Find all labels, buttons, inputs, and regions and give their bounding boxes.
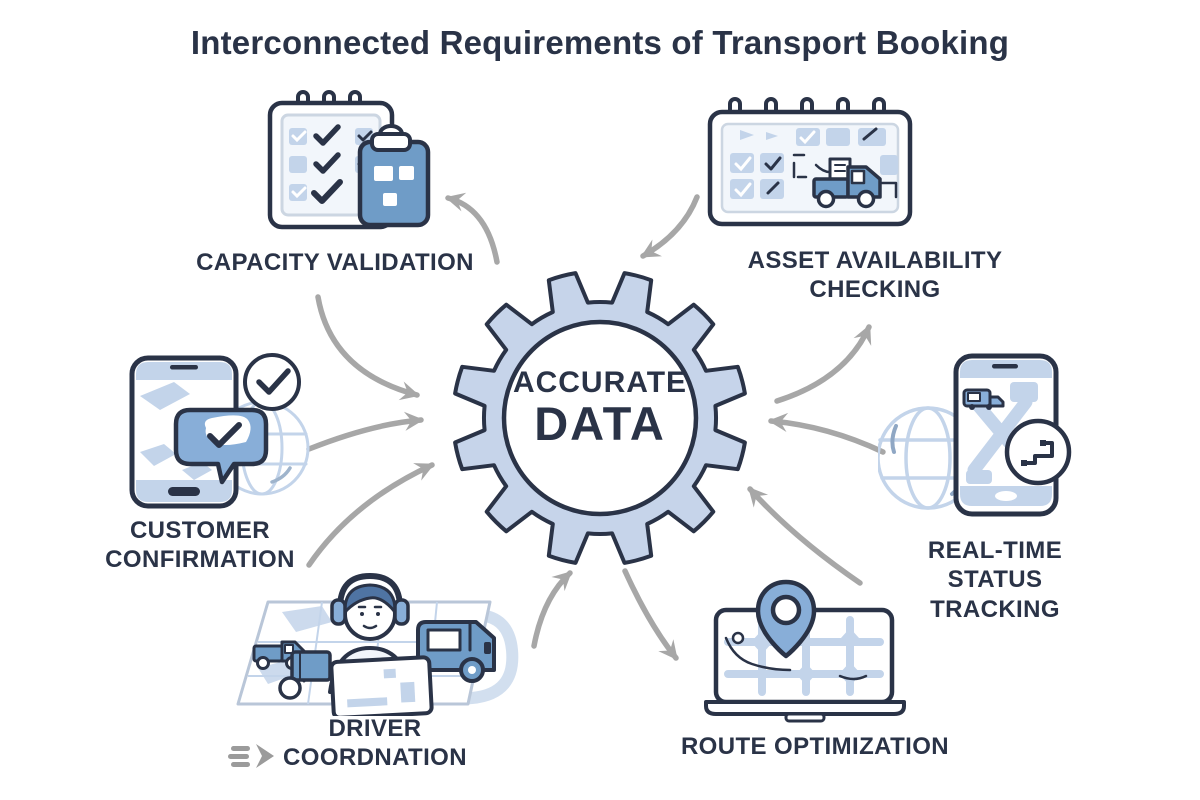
arrow-capacity-to-gear bbox=[315, 294, 420, 401]
asset-availability-label: ASSET AVAILABILITY CHECKING bbox=[747, 247, 1003, 304]
arrow-confirmation-to-gear bbox=[306, 462, 435, 568]
checklist-clipboard-icon bbox=[267, 90, 431, 230]
arrow-driver-to-gear bbox=[531, 570, 573, 649]
realtime-status-tracking-label: REAL-TIME STATUS TRACKING bbox=[927, 537, 1063, 623]
center-node: ACCURATE DATA bbox=[460, 366, 740, 448]
calendar-truck-icon bbox=[707, 97, 913, 227]
customer-confirmation-label: CUSTOMER CONFIRMATION bbox=[105, 517, 295, 574]
dispatcher-headset-icon bbox=[236, 573, 519, 716]
center-label-accurate: ACCURATE bbox=[512, 366, 688, 399]
gear-icon bbox=[453, 271, 747, 565]
phone-confirmation-icon bbox=[129, 353, 310, 509]
capacity-validation-label: CAPACITY VALIDATION bbox=[196, 249, 474, 276]
center-label-data: DATA bbox=[534, 397, 666, 450]
arrow-customer-to-gear bbox=[306, 411, 424, 452]
phone-tracking-globe-icon bbox=[878, 353, 1072, 517]
laptop-map-pin-icon bbox=[704, 579, 906, 723]
diagram-title: Interconnected Requirements of Transport… bbox=[190, 24, 1010, 61]
arrow-tracking-to-gear bbox=[747, 486, 863, 586]
arrow-asset-to-gear bbox=[640, 194, 700, 259]
speed-arrow-icon bbox=[228, 744, 274, 768]
arrow-gear-to-capacity bbox=[445, 192, 500, 265]
route-optimization-label: ROUTE OPTIMIZATION bbox=[680, 733, 950, 760]
driver-coordination-label: DRIVER COORDNATION bbox=[283, 715, 467, 772]
arrow-gear-to-asset bbox=[774, 324, 872, 404]
arrow-realtime-to-gear bbox=[768, 412, 886, 455]
arrow-gear-to-route bbox=[622, 568, 679, 661]
